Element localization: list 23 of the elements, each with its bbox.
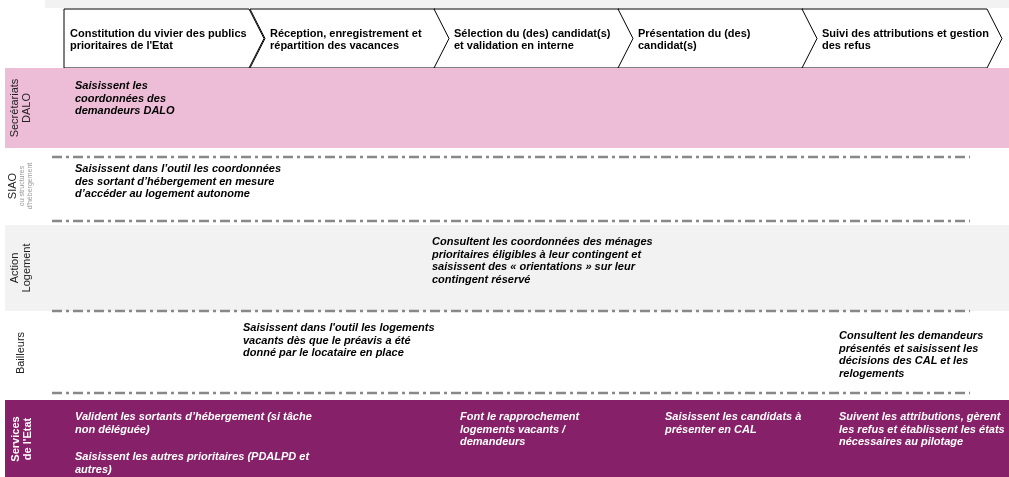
lane-label: Services de l'Etat <box>8 414 32 464</box>
task-text: Saisissent dans l’outil les coordonnées des sortant d’hébergement en mesure d’accéder au logement autonome <box>75 162 282 200</box>
lane-label: SIAO <box>6 171 18 202</box>
step-label: Sélection du (des) candidat(s) et validation en interne <box>454 26 612 51</box>
task-text: Consultent les coordonnées des ménages prioritaires éligibles à leur contingent et saisissent des « orientations » sur leur contingent réservé <box>432 235 654 286</box>
swimlane <box>5 400 1009 477</box>
step-label: Présentation du (des) candidat(s) <box>638 26 752 51</box>
step-label: Constitution du vivier des publics prioritaires de l'Etat <box>70 26 248 51</box>
swimlane <box>5 68 1009 148</box>
task-text: Suivent les attributions, gèrent les refus et établissent les états nécessaires au pilotage <box>839 410 1006 448</box>
task-text: Saisissent les autres prioritaires (PDALPD et autres) <box>75 450 311 476</box>
task-text: Valident les sortants d’hébergement (si tâche non déléguée) <box>75 410 313 436</box>
lane-label: Secrétariats DALO <box>8 77 32 140</box>
task-text: Saisissent les candidats à présenter en CAL <box>665 410 803 436</box>
step-label: Suivi des attributions et gestion des refus <box>822 26 990 51</box>
task-text: Consultent les demandeurs présentés et saisissent les décisions des CAL et les relogements <box>839 329 985 380</box>
swimlane <box>5 225 1009 311</box>
lane-label: Bailleurs <box>14 330 26 377</box>
lane-label: Action Logement <box>8 242 32 295</box>
task-text: Font le rapprochement logements vacants / demandeurs <box>460 410 581 448</box>
task-text: Saisissent les coordonnées des demandeurs DALO <box>75 79 176 117</box>
task-text: Saisissent dans l'outil les logements vacants dès que le préavis a été donné par le locataire en place <box>243 321 436 359</box>
step-label: Réception, enregistrement et répartition des vacances <box>270 26 423 51</box>
